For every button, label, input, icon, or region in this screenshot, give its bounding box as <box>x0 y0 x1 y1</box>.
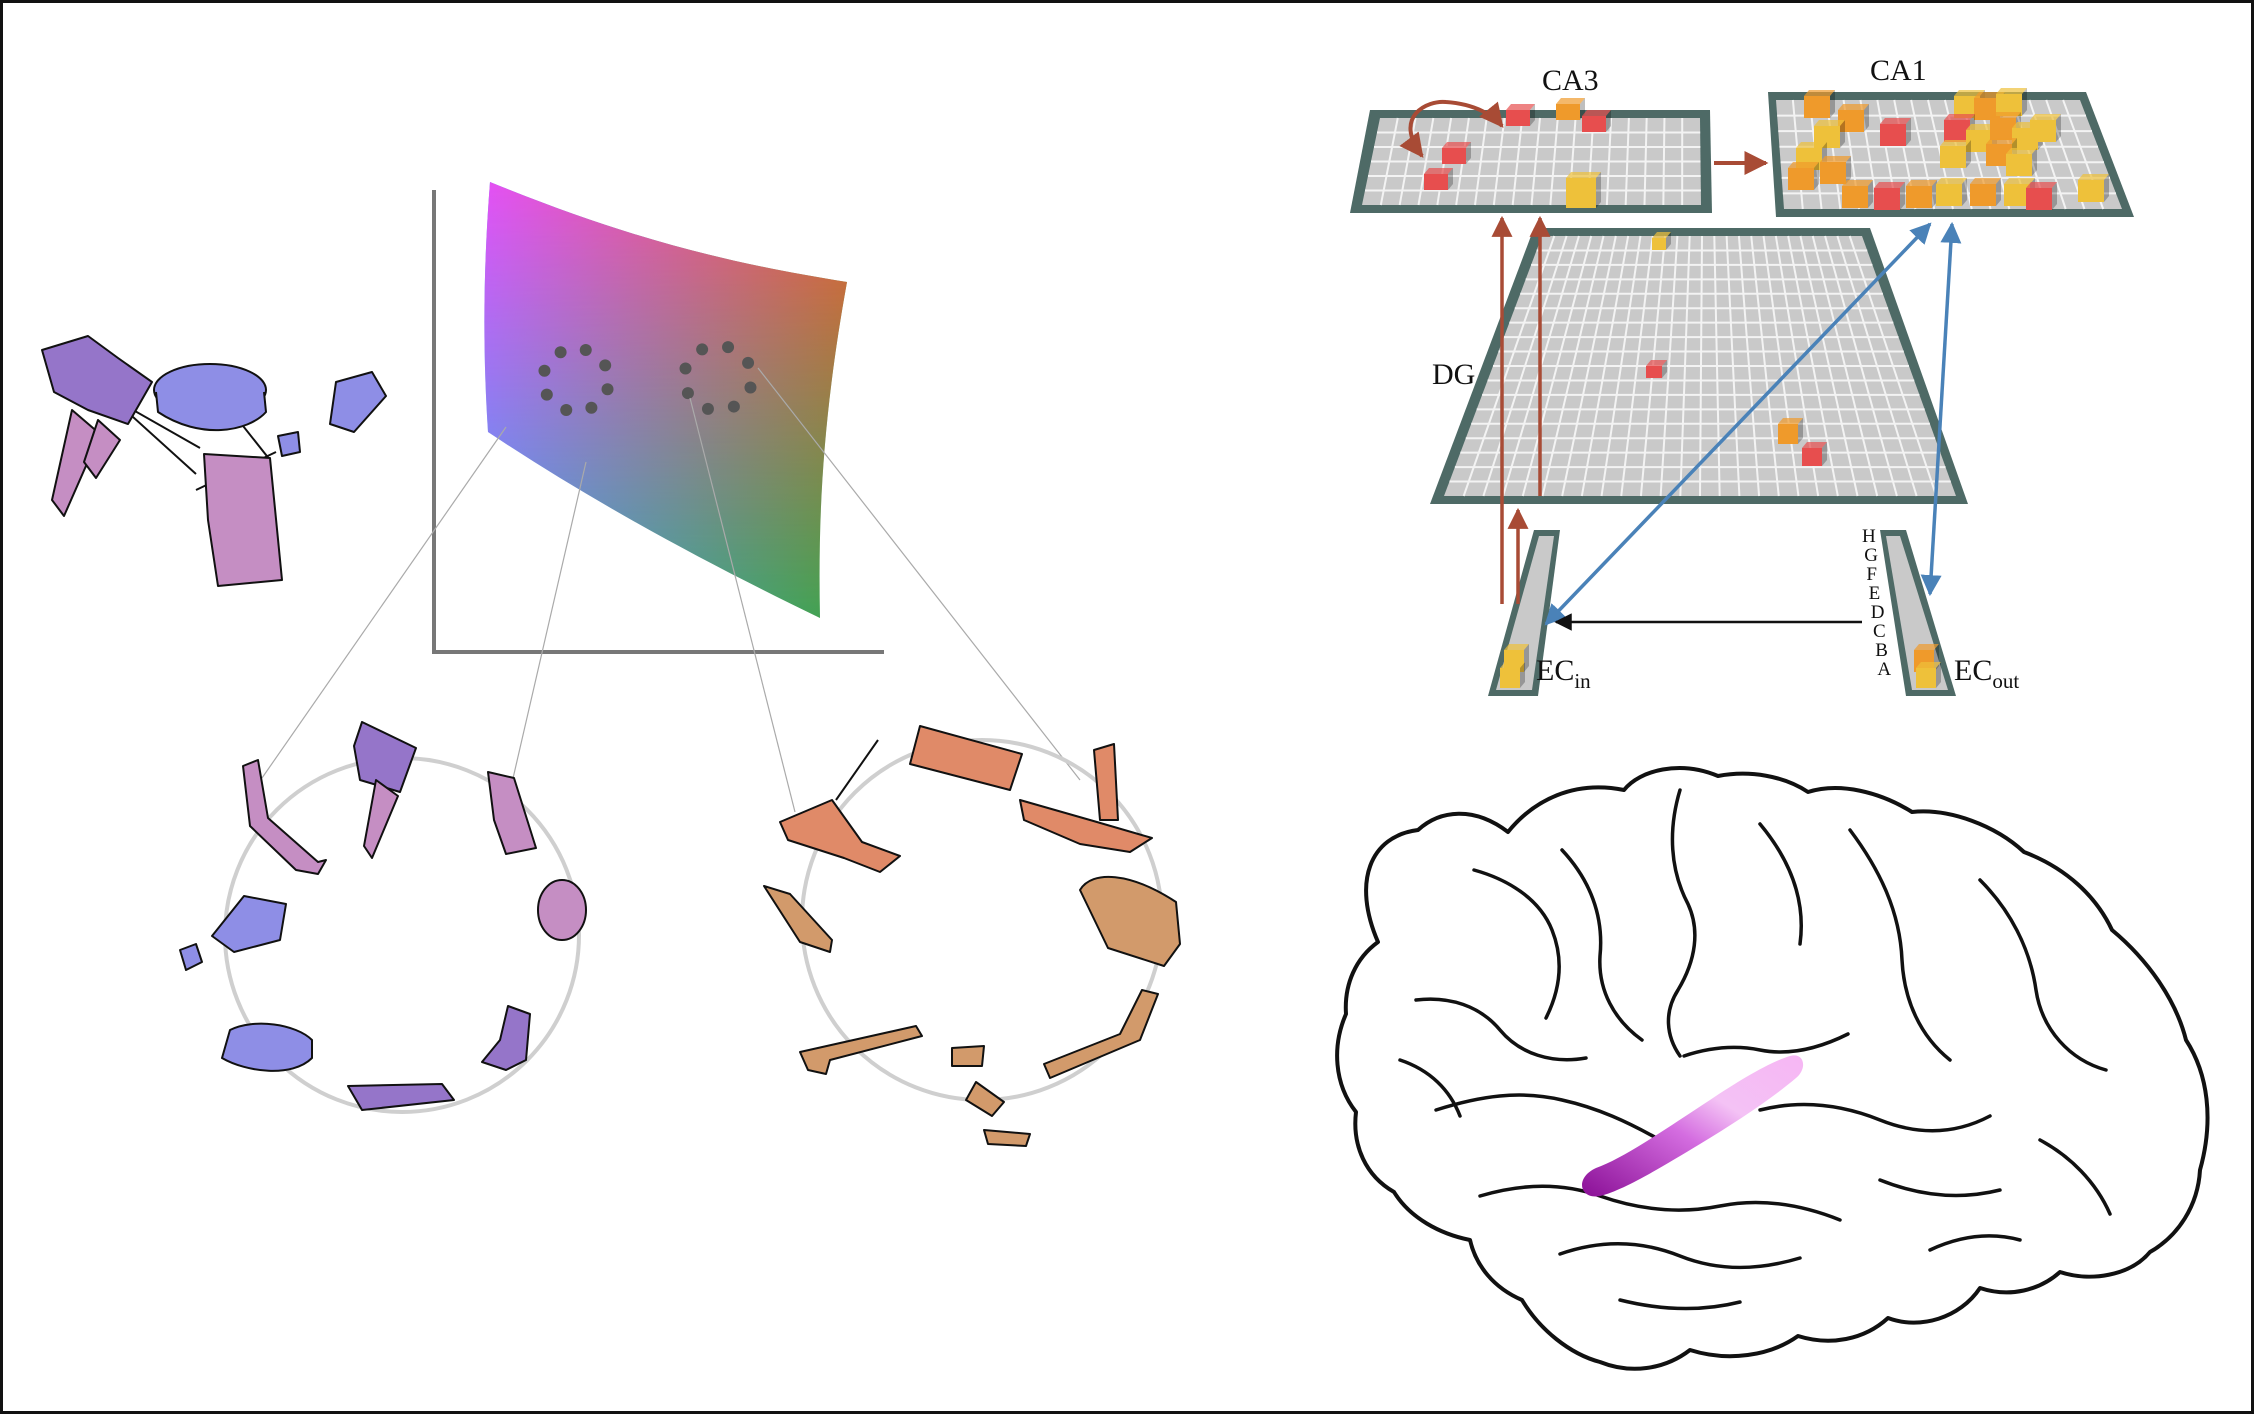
object-disc-icon <box>222 1024 312 1071</box>
ec-unit-letter: E <box>1869 583 1881 604</box>
active-unit <box>1646 360 1667 378</box>
manifold-point <box>541 389 553 401</box>
ca1-label: CA1 <box>1870 54 1927 87</box>
active-unit <box>1842 180 1873 208</box>
manifold-point <box>728 401 740 413</box>
manifold-point <box>602 383 614 395</box>
active-unit <box>1906 180 1937 208</box>
active-unit <box>1802 442 1827 466</box>
active-unit <box>1500 662 1525 688</box>
object-box-icon <box>952 1046 984 1066</box>
manifold-point <box>538 365 550 377</box>
manifold-point <box>722 341 734 353</box>
manifold-point <box>682 387 694 399</box>
active-unit <box>2006 148 2037 176</box>
manifold-point <box>744 382 756 394</box>
active-unit <box>1566 172 1601 208</box>
active-unit <box>1874 182 1905 210</box>
ec-unit-letter: C <box>1873 621 1886 642</box>
active-unit <box>1556 98 1585 120</box>
ec-unit-letter: G <box>1864 545 1878 566</box>
active-unit <box>1970 178 2001 206</box>
manifold-point <box>680 362 692 374</box>
manifold-point <box>580 344 592 356</box>
manifold-point <box>742 357 754 369</box>
ec-unit-letter: D <box>1871 602 1885 623</box>
ec-unit-letter: B <box>1875 640 1888 661</box>
ca3-grid <box>1350 110 1712 213</box>
active-unit <box>1936 178 1967 206</box>
active-unit <box>1820 156 1851 184</box>
active-unit <box>1442 142 1471 164</box>
manifold-point <box>696 343 708 355</box>
active-unit <box>1788 162 1819 190</box>
ec-unit-letter: F <box>1866 564 1877 585</box>
dg-label: DG <box>1432 358 1475 391</box>
manifold-point <box>599 359 611 371</box>
active-unit <box>2030 114 2061 142</box>
manifold-point <box>555 346 567 358</box>
active-unit <box>1652 232 1671 250</box>
ca3-label: CA3 <box>1542 64 1599 97</box>
active-unit <box>2078 174 2109 202</box>
object-capsule-icon <box>538 880 586 940</box>
active-unit <box>1506 104 1535 126</box>
active-unit <box>1804 90 1835 118</box>
active-unit <box>1916 662 1941 688</box>
active-unit <box>1996 88 2027 116</box>
active-unit <box>1940 140 1971 168</box>
active-unit <box>1778 418 1803 444</box>
active-unit <box>1880 118 1911 146</box>
ec-unit-letter: H <box>1862 526 1876 547</box>
active-unit <box>1582 110 1611 132</box>
ec-unit-letter: A <box>1877 659 1891 680</box>
active-unit <box>1424 168 1453 190</box>
manifold-point <box>702 403 714 415</box>
manifold-point <box>560 404 572 416</box>
manifold-point <box>585 402 597 414</box>
active-unit <box>2026 182 2057 210</box>
